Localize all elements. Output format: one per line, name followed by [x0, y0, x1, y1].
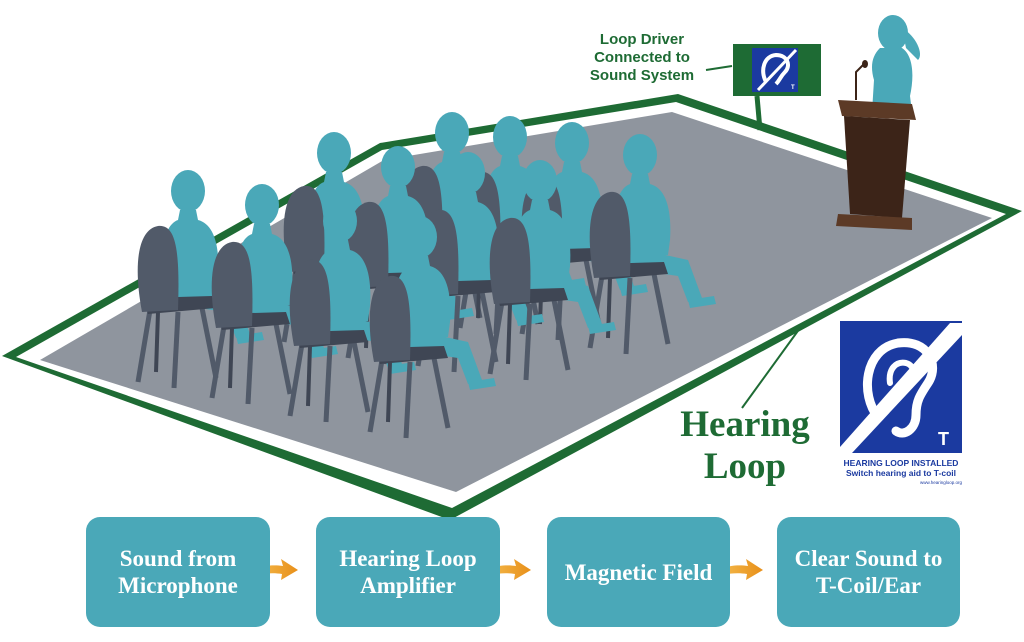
sign-caption: HEARING LOOP INSTALLED Switch hearing ai…: [838, 458, 964, 478]
step-box: Hearing Loop Amplifier: [316, 517, 500, 627]
hearing-loop-label: Hearing Loop: [660, 404, 830, 488]
loop-driver-callout: Loop Driver Connected to Sound System: [580, 31, 704, 85]
t-coil-letter: T: [938, 429, 949, 449]
loop-label-line: Hearing: [680, 404, 810, 445]
step-label: Hearing Loop Amplifier: [339, 546, 477, 598]
sign-caption-line1: HEARING LOOP INSTALLED: [843, 458, 959, 468]
callout-leader: [705, 65, 733, 71]
step-label: Magnetic Field: [564, 559, 713, 585]
step-box: Clear Sound to T-Coil/Ear: [777, 517, 960, 627]
sign-caption-line2: Switch hearing aid to T-coil: [845, 468, 957, 478]
speaker-podium: [836, 15, 921, 230]
hearing-loop-sign: T HEARING LOOP INSTALLED Switch hearing …: [838, 321, 964, 489]
step-label: Clear Sound to T-Coil/Ear: [794, 546, 943, 598]
ear-symbol-icon: T: [840, 321, 962, 453]
driver-cable: [754, 95, 763, 131]
sign-url: www.hearingloop.org: [919, 480, 962, 485]
step-box: Sound from Microphone: [86, 517, 270, 627]
callout-line: Connected to: [594, 49, 690, 66]
step-label: Sound from Microphone: [118, 546, 238, 598]
callout-line: Loop Driver: [599, 31, 685, 48]
step-box: Magnetic Field: [547, 517, 730, 627]
loop-driver-box: T: [733, 44, 821, 96]
callout-line: Sound System: [589, 67, 695, 84]
loop-label-leader: [741, 327, 801, 409]
svg-text:T: T: [791, 85, 795, 91]
loop-label-line: Loop: [703, 446, 787, 487]
